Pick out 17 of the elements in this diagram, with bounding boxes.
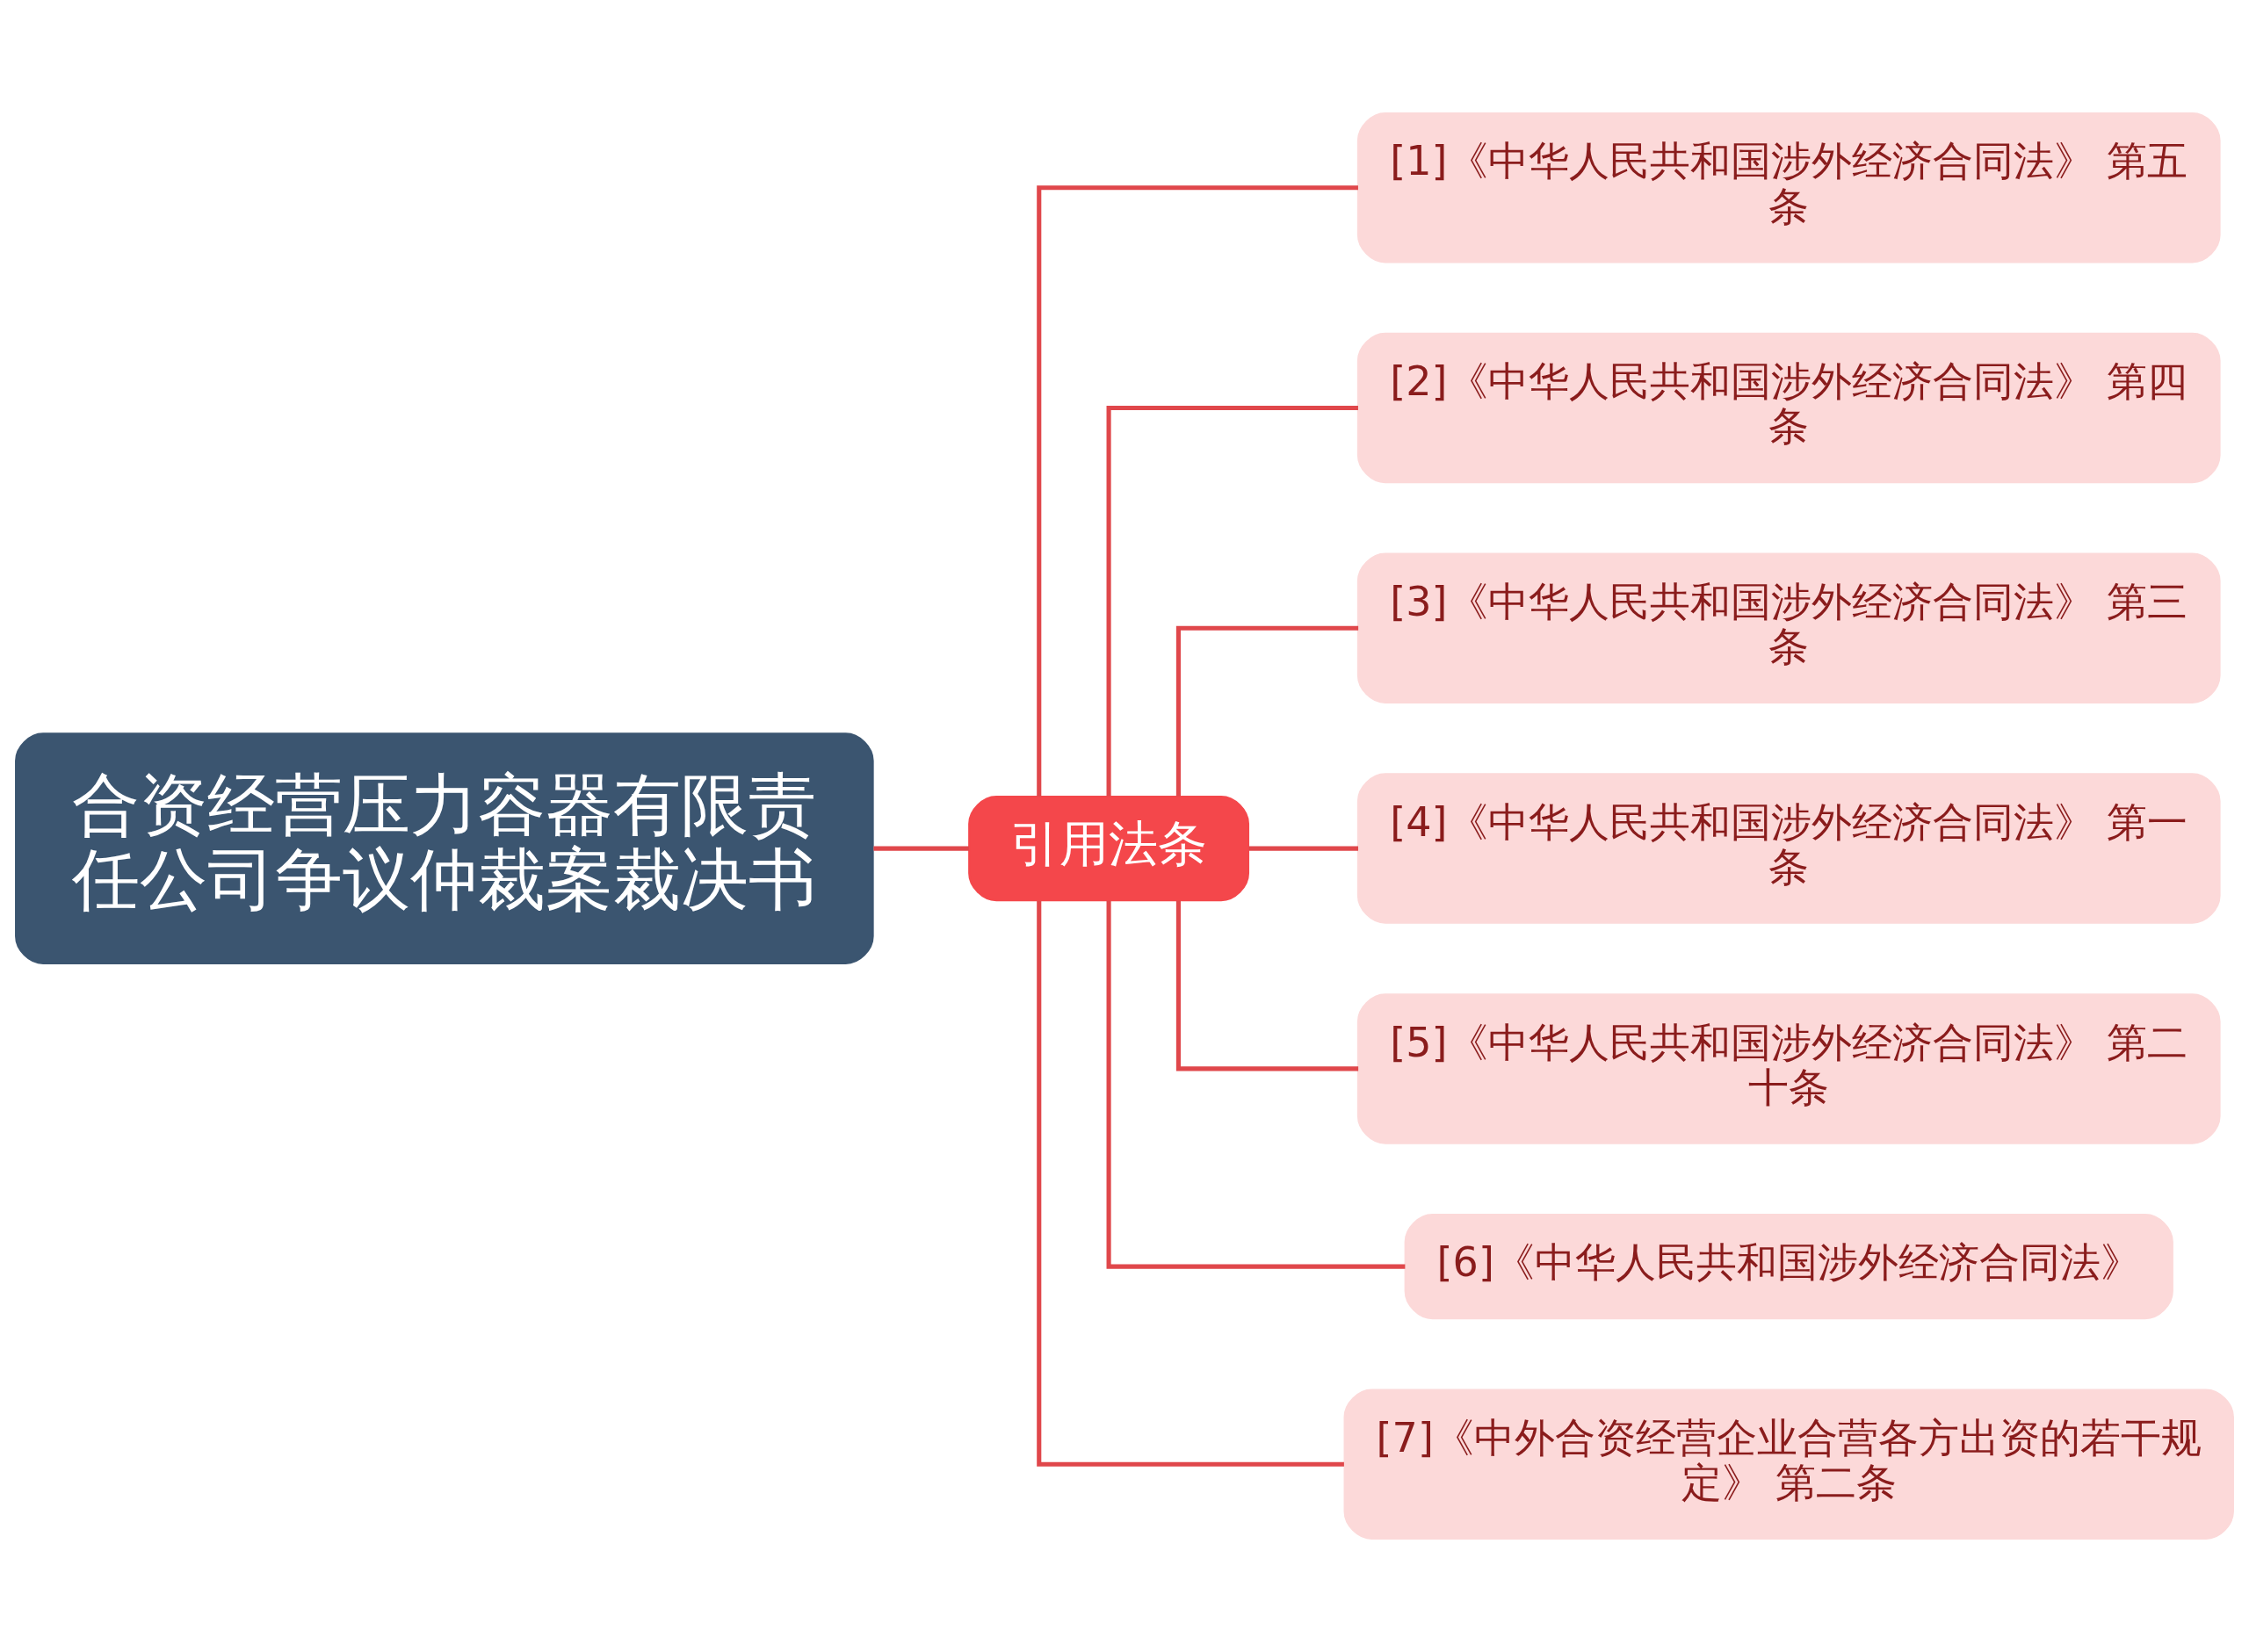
- node-box: [1]《中华人民共和国涉外经济合同法》 第五条: [1356, 112, 2221, 263]
- node-box: [3]《中华人民共和国涉外经济合同法》 第三条: [1356, 552, 2221, 703]
- connector: [1248, 846, 1359, 851]
- node-box: [6]《中华人民共和国涉外经济合同法》: [1404, 1213, 2173, 1320]
- connector: [1106, 900, 1406, 1269]
- node-box: [2]《中华人民共和国涉外经济合同法》 第四条: [1356, 332, 2221, 484]
- node-box: [4]《中华人民共和国涉外经济合同法》 第一条: [1356, 773, 2221, 924]
- node-box: 引用法条: [968, 795, 1250, 902]
- connector: [873, 846, 969, 851]
- node-box: 合资经营压力容器有限责任公司争议仲裁案裁决书: [15, 732, 874, 964]
- node-box: [7]《中外合资经营企业合营各方出资的若干规定》 第二条: [1343, 1389, 2234, 1540]
- connector: [1175, 625, 1359, 797]
- connector: [1106, 405, 1358, 797]
- connector: [1037, 900, 1344, 1467]
- connector: [1175, 900, 1359, 1071]
- connector: [1037, 185, 1358, 797]
- node-box: [5]《中华人民共和国涉外经济合同法》 第二十条: [1356, 993, 2221, 1144]
